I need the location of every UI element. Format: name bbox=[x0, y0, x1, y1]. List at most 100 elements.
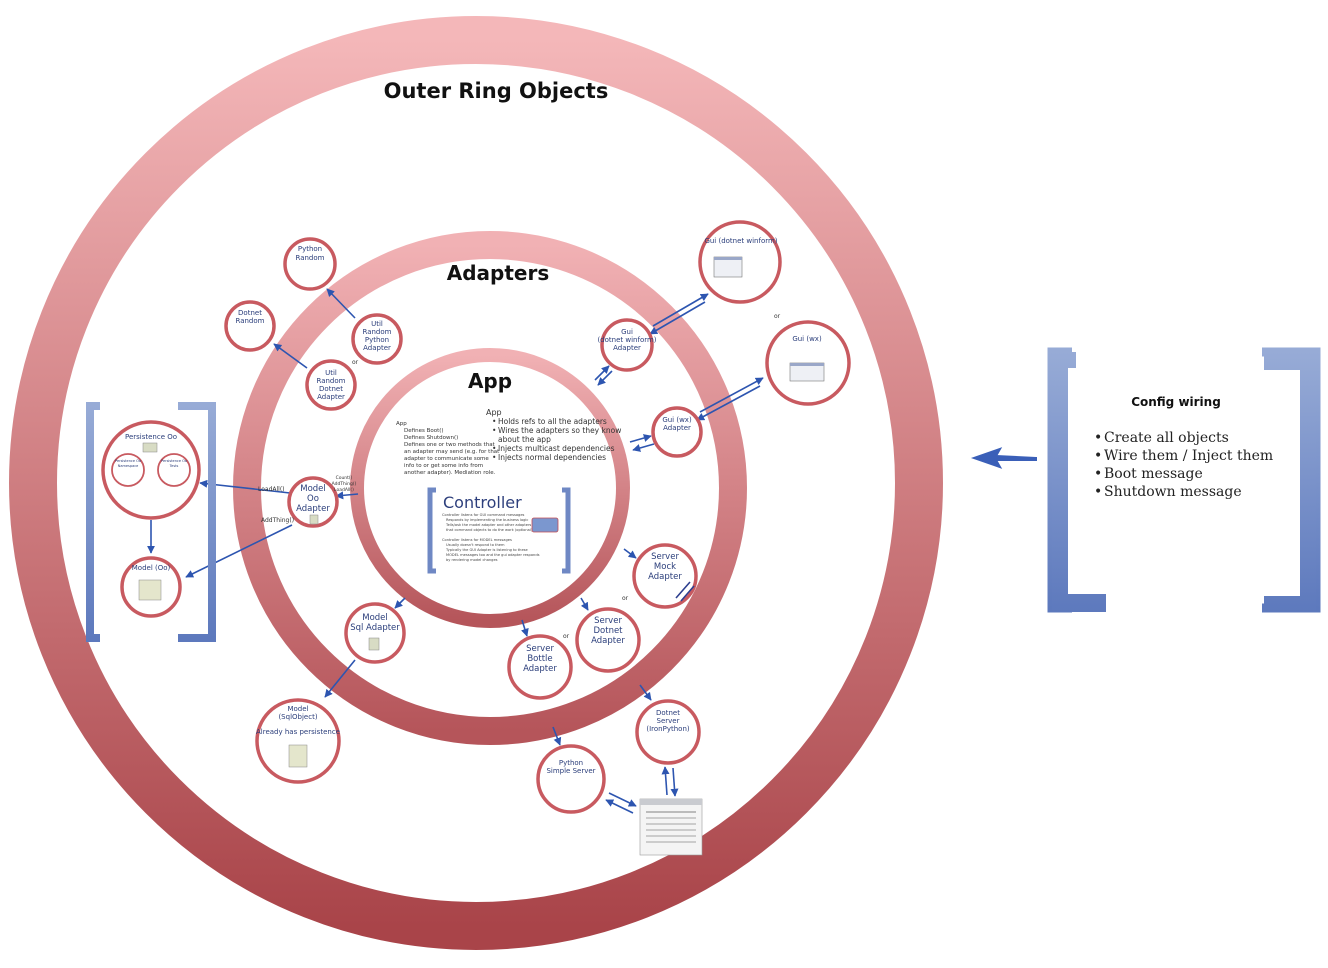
node-model-sql-adapter: Model Sql Adapter bbox=[344, 602, 406, 664]
app-left-note-item: Defines Shutdown() bbox=[404, 435, 458, 441]
node-label: Server bbox=[526, 644, 554, 654]
node-label: Dotnet bbox=[593, 626, 623, 636]
node-label: Server bbox=[651, 552, 679, 562]
controller-title: Controller bbox=[443, 493, 522, 512]
mock-mark bbox=[675, 581, 695, 602]
controller-line: by rendering model changes bbox=[446, 558, 498, 562]
node-label: Persistence Oo bbox=[115, 459, 141, 463]
config-item: Create all objects bbox=[1104, 430, 1229, 446]
persistence-group bbox=[86, 402, 216, 642]
arrow bbox=[649, 301, 706, 335]
node-label: Namespace bbox=[118, 464, 139, 468]
outer-ring-title: Outer Ring Objects bbox=[384, 79, 609, 103]
arrow bbox=[335, 491, 359, 500]
node-label: Dotnet bbox=[238, 309, 262, 317]
app-right-notes: App • Holds refs to all the adapters • W… bbox=[486, 408, 621, 462]
thumbnail bbox=[142, 442, 158, 453]
node-label: Python bbox=[298, 245, 322, 253]
app-left-note-item: info to or get some info from bbox=[404, 463, 483, 469]
controller-line: Controller listens for GUI command messa… bbox=[442, 513, 525, 517]
node-model-sqlobject: Model (SqlObject) Already has persistenc… bbox=[255, 698, 341, 784]
app-right-note-item: • bbox=[492, 444, 496, 453]
app-right-note-text: Wires the adapters so they know bbox=[498, 426, 621, 435]
node-label: Tests bbox=[169, 464, 179, 468]
add-thing-label: AddThing() bbox=[261, 517, 294, 524]
config-wiring: Config wiring • Create all objects • Wir… bbox=[1047, 347, 1321, 613]
controller-line: Responds by implementing the business lo… bbox=[446, 518, 528, 522]
node-python-simple-server: Python Simple Server bbox=[536, 744, 606, 814]
arrow bbox=[699, 377, 764, 413]
arrow bbox=[652, 293, 709, 327]
or-label: or bbox=[774, 313, 781, 320]
arrow bbox=[597, 370, 613, 386]
node-util-random-python: Util Random Python Adapter bbox=[351, 313, 403, 365]
config-item: Wire them / Inject them bbox=[1104, 448, 1273, 464]
app-right-note-item: • bbox=[492, 453, 496, 462]
arrow bbox=[324, 659, 356, 698]
left-arrow-icon bbox=[970, 447, 1037, 469]
node-label: Dotnet bbox=[319, 385, 343, 393]
config-bullet: • bbox=[1094, 430, 1102, 446]
controller-bracket-right bbox=[562, 487, 571, 574]
node-label: Adapter bbox=[317, 393, 345, 401]
config-bullet: • bbox=[1094, 448, 1102, 464]
app-right-note-text: Injects normal dependencies bbox=[498, 453, 606, 462]
node-label: Adapter bbox=[648, 572, 682, 582]
node-label: Persistence Oo bbox=[161, 459, 187, 463]
persistence-bracket-right bbox=[178, 402, 216, 642]
node-label: Gui bbox=[621, 328, 633, 336]
node-label: Adapter bbox=[523, 664, 557, 674]
node-label: Sql Adapter bbox=[350, 623, 400, 633]
config-bullet: • bbox=[1094, 466, 1102, 482]
node-label: Random bbox=[317, 377, 346, 385]
app-ring-title: App bbox=[468, 369, 512, 393]
thumbnail bbox=[368, 637, 380, 651]
arrow bbox=[605, 799, 634, 814]
node-label: Model bbox=[362, 613, 388, 623]
controller-line: MODEL messages too and the gui adapter r… bbox=[446, 553, 540, 557]
node-persistence-oo: Persistence Oo Persistence Oo Namespace … bbox=[101, 420, 201, 520]
node-label: Oo bbox=[307, 494, 319, 504]
app-right-note-text: about the app bbox=[498, 435, 551, 444]
arrow bbox=[394, 597, 406, 609]
node-util-random-dotnet: Util Random Dotnet Adapter bbox=[305, 359, 357, 411]
app-left-note-item: Defines one or two methods that bbox=[404, 442, 496, 448]
config-bracket-left-fill bbox=[1052, 352, 1106, 612]
app-left-note-item: Defines Boot() bbox=[404, 428, 444, 434]
node-server-mock-adapter: Server Mock Adapter bbox=[632, 543, 698, 609]
controller-line: Controller listens for MODEL messages bbox=[442, 538, 512, 542]
node-gui-wx-adapter: Gui (wx) Adapter bbox=[651, 406, 703, 458]
app-right-note-item: • bbox=[492, 417, 496, 426]
node-label: Gui (dotnet winform) bbox=[704, 237, 777, 245]
node-label: Adapter bbox=[663, 424, 691, 432]
node-label: Gui (wx) bbox=[662, 416, 692, 424]
node-dotnet-server: Dotnet Server (IronPython) bbox=[635, 699, 701, 765]
node-label: (dotnet winform) bbox=[597, 336, 656, 344]
app-right-note-text: Injects multicast dependencies bbox=[498, 444, 615, 453]
node-label: Adapter bbox=[296, 504, 330, 514]
arrow bbox=[632, 443, 655, 452]
node-label: Simple Server bbox=[546, 767, 595, 775]
count-label: AddThing() bbox=[332, 481, 357, 487]
config-item: Boot message bbox=[1104, 466, 1203, 482]
node-model-oo: Model (Oo) bbox=[120, 556, 182, 618]
controller-line: Typically the GUI Adapter is listening t… bbox=[445, 548, 529, 552]
app-left-notes: App Defines Boot() Defines Shutdown() De… bbox=[396, 421, 500, 476]
node-label: Random bbox=[363, 328, 392, 336]
app-ring bbox=[350, 348, 630, 628]
persistence-bracket-left bbox=[86, 402, 100, 642]
node-label: Model (Oo) bbox=[132, 564, 171, 572]
config-wiring-title: Config wiring bbox=[1131, 395, 1221, 409]
outer-ring bbox=[9, 16, 943, 950]
node-python-random: Python Random bbox=[283, 237, 337, 291]
node-label: Gui (wx) bbox=[792, 335, 822, 343]
node-server-bottle-adapter: Server Bottle Adapter bbox=[507, 634, 573, 700]
arrow bbox=[326, 288, 356, 319]
or-label: or bbox=[563, 633, 570, 640]
node-label: Adapter bbox=[613, 344, 641, 352]
or-label: or bbox=[352, 359, 359, 366]
arrow bbox=[623, 548, 637, 559]
node-label: Mock bbox=[654, 562, 676, 572]
node-label: (IronPython) bbox=[646, 725, 690, 733]
